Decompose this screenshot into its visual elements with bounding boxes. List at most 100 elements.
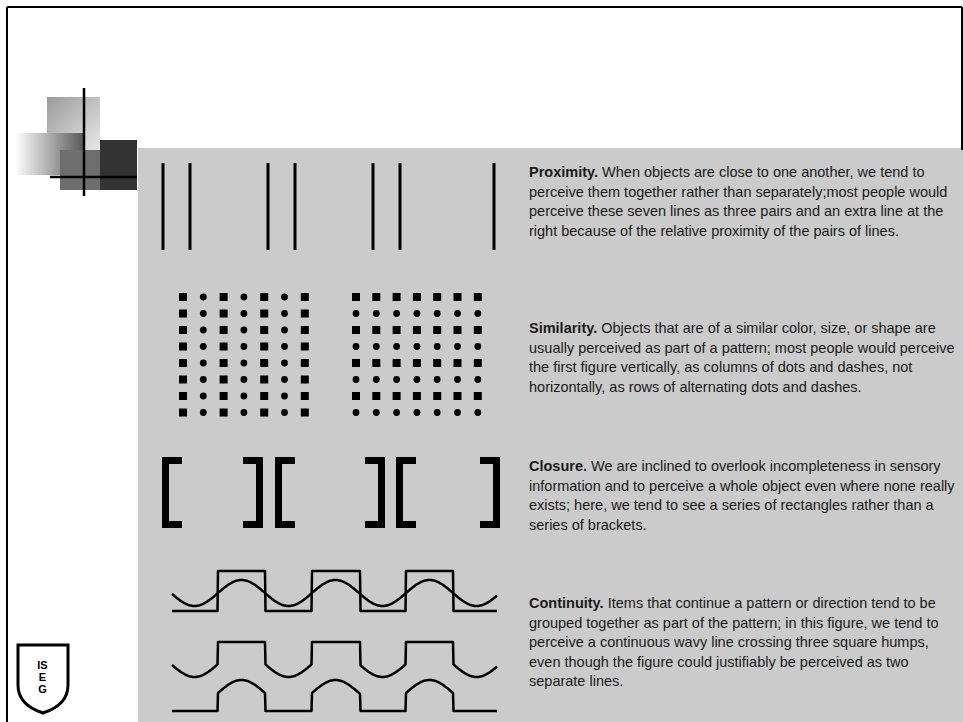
square-dash: [433, 293, 441, 301]
grey-panel: Proximity.When objects are close to one …: [138, 148, 963, 722]
square-dash: [260, 326, 268, 334]
square-dash: [454, 293, 462, 301]
square-dash: [433, 326, 441, 334]
square-dash: [301, 326, 309, 334]
bracket-bar: [162, 457, 182, 464]
round-dot: [393, 376, 400, 383]
round-dot: [414, 376, 421, 383]
round-dot: [281, 409, 288, 416]
round-dot: [241, 360, 248, 367]
square-dash: [393, 359, 401, 367]
round-dot: [393, 310, 400, 317]
bracket-bar: [396, 521, 416, 528]
upper-envelope-line: [172, 642, 497, 677]
round-dot: [200, 327, 207, 334]
round-dot: [241, 393, 248, 400]
round-dot: [454, 409, 461, 416]
square-dash: [413, 392, 421, 400]
round-dot: [281, 343, 288, 350]
bracket-bar: [493, 457, 500, 528]
similarity-grids: [179, 293, 482, 417]
bracket-bar: [365, 521, 385, 528]
bracket-bar: [396, 457, 403, 528]
square-dash: [372, 359, 380, 367]
square-dash: [454, 392, 462, 400]
square-dash: [301, 293, 309, 301]
square-dash: [474, 359, 482, 367]
square-dash: [433, 392, 441, 400]
round-dot: [353, 310, 360, 317]
round-dot: [281, 310, 288, 317]
round-dot: [474, 376, 481, 383]
square-dash: [372, 293, 380, 301]
round-dot: [393, 343, 400, 350]
square-dash: [179, 409, 187, 417]
round-dot: [200, 376, 207, 383]
round-dot: [454, 376, 461, 383]
round-dot: [281, 327, 288, 334]
round-dot: [414, 310, 421, 317]
round-dot: [353, 343, 360, 350]
round-dot: [200, 310, 207, 317]
square-dash: [220, 359, 228, 367]
principle-paragraph: Similarity.Objects that are of a similar…: [529, 319, 955, 397]
round-dot: [353, 376, 360, 383]
bracket-bar: [378, 457, 385, 528]
square-dash: [260, 392, 268, 400]
proximity-lines: [163, 163, 494, 250]
lower-envelope-line: [172, 680, 497, 711]
bracket-bar: [162, 457, 169, 528]
round-dot: [241, 327, 248, 334]
square-wave-line: [172, 571, 497, 611]
bracket-bar: [243, 457, 263, 464]
square-dash: [301, 359, 309, 367]
round-dot: [474, 310, 481, 317]
square-dash: [260, 310, 268, 318]
round-dot: [434, 409, 441, 416]
round-dot: [434, 343, 441, 350]
round-dot: [434, 376, 441, 383]
corner-decoration: [15, 88, 137, 196]
square-dash: [179, 376, 187, 384]
square-dash: [301, 343, 309, 351]
round-dot: [454, 310, 461, 317]
round-dot: [434, 310, 441, 317]
principle-paragraph: Continuity.Items that continue a pattern…: [529, 594, 955, 692]
round-dot: [241, 343, 248, 350]
square-dash: [220, 343, 228, 351]
square-dash: [454, 359, 462, 367]
slide-border: [7, 7, 962, 722]
round-dot: [414, 343, 421, 350]
square-dash: [179, 343, 187, 351]
principle-body: We are inclined to overlook incompletene…: [529, 458, 955, 533]
round-dot: [281, 393, 288, 400]
square-dash: [352, 293, 360, 301]
round-dot: [373, 409, 380, 416]
round-dot: [474, 409, 481, 416]
square-dash: [220, 293, 228, 301]
round-dot: [373, 376, 380, 383]
round-dot: [454, 343, 461, 350]
square-dash: [474, 293, 482, 301]
round-dot: [373, 310, 380, 317]
square-dash: [413, 293, 421, 301]
square-dash: [393, 293, 401, 301]
square-dash: [301, 310, 309, 318]
square-dash: [372, 326, 380, 334]
principle-heading: Proximity.: [529, 164, 602, 180]
square-dash: [220, 376, 228, 384]
round-dot: [353, 409, 360, 416]
round-dot: [241, 376, 248, 383]
round-dot: [200, 360, 207, 367]
logo-shield: [18, 645, 68, 713]
bracket-bar: [480, 521, 500, 528]
round-dot: [241, 294, 248, 301]
square-dash: [413, 359, 421, 367]
round-dot: [241, 409, 248, 416]
principle-paragraph: Closure.We are inclined to overlook inco…: [529, 457, 955, 535]
bracket-bar: [275, 457, 282, 528]
continuity-lines: [172, 571, 497, 711]
square-dash: [474, 326, 482, 334]
square-dash: [220, 409, 228, 417]
square-dash: [433, 359, 441, 367]
